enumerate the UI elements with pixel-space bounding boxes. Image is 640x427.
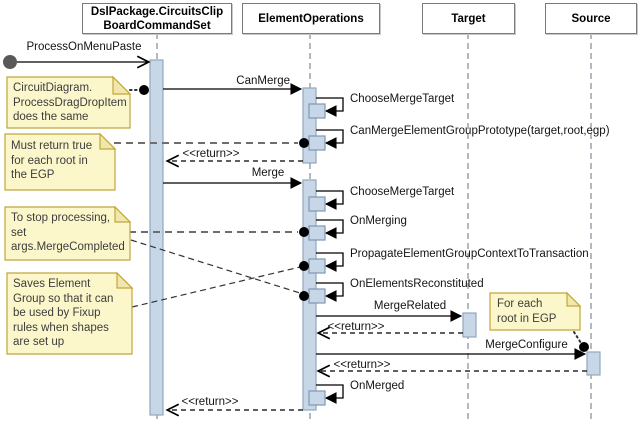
note-fold-icon <box>116 271 134 289</box>
selfcall-can-merge-egp <box>316 129 344 149</box>
note-anchor-icon <box>299 291 309 301</box>
note-text-mustreturn: Must return true for each root in the EG… <box>11 140 93 181</box>
lifeline-header-source: Source <box>545 3 637 34</box>
message-label-choose-merge-target-2: ChooseMergeTarget <box>350 186 455 198</box>
nested-activation <box>308 225 326 241</box>
start-node-icon <box>3 55 17 69</box>
note-text-foreachroot: For each root in EGP <box>497 298 557 325</box>
note-text-stopprocessing: To stop processing, set args.MergeComple… <box>11 212 125 253</box>
nested-activation <box>308 103 326 119</box>
message-label-merge-configure: MergeConfigure <box>485 339 568 351</box>
selfcall-on-merged <box>316 384 344 404</box>
note-anchor-icon <box>299 138 309 148</box>
selfcall-propagate <box>316 252 344 272</box>
message-label-merge-related: MergeRelated <box>373 300 447 312</box>
message-label-return-3: <<return>> <box>333 359 391 371</box>
note-anchor-icon <box>299 227 309 237</box>
note-text-circuitdiagram: CircuitDiagram. ProcessDragDropItem does… <box>13 82 127 123</box>
selfcall-choose-merge-target-2 <box>316 190 344 210</box>
nested-activation <box>308 196 326 212</box>
nested-activation <box>308 135 326 151</box>
nested-activation <box>308 390 326 406</box>
nested-activation <box>308 288 326 304</box>
note-anchor-icon <box>299 261 309 271</box>
selfcall-choose-merge-target-1 <box>316 97 344 117</box>
note-fold-icon <box>99 132 117 150</box>
message-label-return-4: <<return>> <box>181 396 239 408</box>
lifeline-header-commandset: DslPackage.CircuitsClip BoardCommandSet <box>82 3 232 34</box>
lifeline-header-target: Target <box>422 3 515 34</box>
message-label-return-1: <<return>> <box>182 148 240 160</box>
note-fold-icon <box>112 75 132 95</box>
lifeline-header-elementoperations: ElementOperations <box>242 3 380 34</box>
selfcall-on-merging <box>316 219 344 239</box>
note-stopprocessing <box>4 206 131 261</box>
message-label-return-2: <<return>> <box>327 321 385 333</box>
note-circuitdiagram <box>6 76 131 129</box>
note-saveselementgroup <box>6 272 133 355</box>
note-foreachroot <box>489 292 581 331</box>
message-label-can-merge: CanMerge <box>236 75 290 87</box>
activation-commandset <box>149 59 164 416</box>
selfcall-on-elements-reconstituted <box>316 282 344 302</box>
note-anchor-icon <box>139 85 149 95</box>
note-connector-foreachroot <box>573 331 582 344</box>
message-label-process-on-menu-paste: ProcessOnMenuPaste <box>26 41 142 53</box>
note-anchor-icon <box>579 342 589 352</box>
nested-activation <box>308 258 326 274</box>
message-label-on-merging: OnMerging <box>350 215 407 227</box>
message-label-choose-merge-target-1: ChooseMergeTarget <box>350 93 455 105</box>
activation-elementoperations-1 <box>302 87 317 164</box>
note-fold-icon <box>114 205 132 223</box>
note-text-saveselementgroup: Saves Element Group so that it can be us… <box>13 278 114 348</box>
message-label-propagate: PropagateElementGroupContextToTransactio… <box>350 248 589 260</box>
note-mustreturn <box>4 133 116 191</box>
message-label-can-merge-egp: CanMergeElementGroupPrototype(target,roo… <box>350 125 610 137</box>
note-connector-saveselementgroup <box>131 266 301 308</box>
message-label-merge: Merge <box>251 167 285 179</box>
message-label-on-merged: OnMerged <box>350 380 405 392</box>
activation-target <box>462 312 477 338</box>
message-label-on-elements-reconstituted: OnElementsReconstituted <box>350 278 484 290</box>
activation-source <box>586 351 601 376</box>
note-fold-icon <box>566 291 582 307</box>
